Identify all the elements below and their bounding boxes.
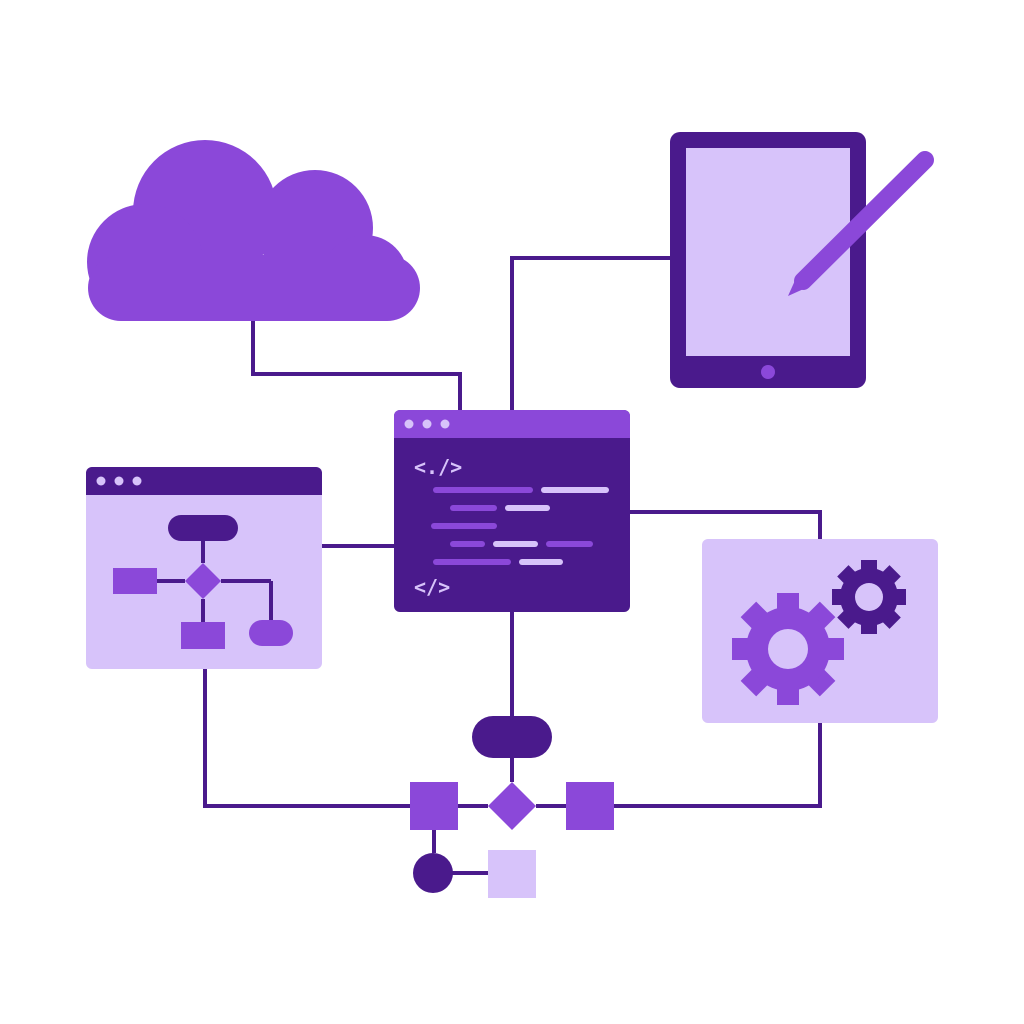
- large-gear-icon: [732, 593, 844, 705]
- connector-node: [413, 853, 453, 893]
- window-control-dots: [404, 419, 450, 429]
- code-close-tag: </>: [414, 575, 450, 599]
- code-open-tag: <./>: [414, 455, 462, 479]
- tablet-home-button: [761, 365, 775, 379]
- cloud-icon: [87, 140, 420, 321]
- process-node-right: [566, 782, 614, 830]
- connector-wires: [203, 256, 822, 808]
- mini-flowchart: [113, 515, 293, 649]
- code-editor-window: <./> </>: [394, 410, 630, 612]
- tablet-icon: [670, 132, 866, 388]
- process-node-left: [410, 782, 458, 830]
- wire-cloud-to-code: [251, 318, 462, 412]
- gears-panel: [702, 539, 938, 723]
- flowchart-window: [86, 467, 322, 669]
- wire-tablet-to-code: [510, 256, 672, 412]
- small-gear-icon: [832, 560, 906, 634]
- wire-code-to-gears: [628, 510, 822, 541]
- code-lines: [431, 487, 609, 565]
- start-terminator: [472, 716, 552, 758]
- wire-gears-to-graph: [614, 722, 822, 808]
- window-control-dots: [96, 476, 142, 486]
- wire-flowchart-window-to-graph: [203, 668, 410, 808]
- output-node: [488, 850, 536, 898]
- pencil-icon: [788, 151, 934, 296]
- flowchart-graph: [410, 716, 614, 898]
- decision-diamond: [488, 782, 536, 830]
